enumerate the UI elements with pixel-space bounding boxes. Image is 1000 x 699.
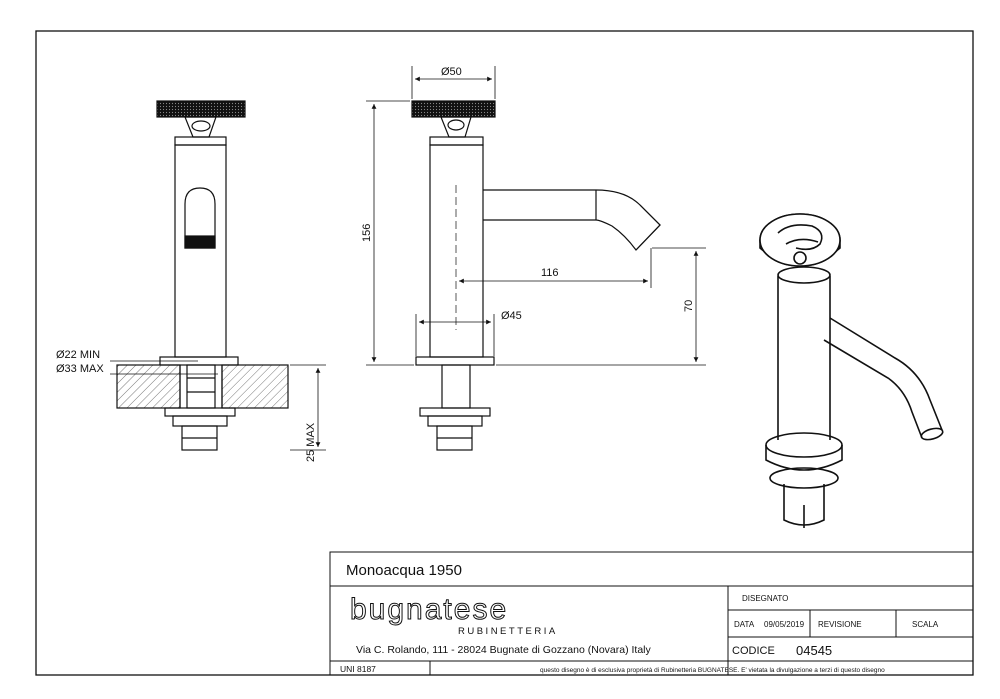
disegnato-label: DISEGNATO: [742, 594, 788, 603]
deck-thickness-dimension: [290, 364, 326, 451]
base-diameter-label: Ø45: [501, 310, 522, 322]
brand-subtitle: RUBINETTERIA: [458, 626, 558, 637]
hole-max-label: Ø33 MAX: [56, 363, 104, 375]
codice-value: 04545: [796, 643, 832, 658]
total-height-label: 156: [361, 224, 373, 242]
data-value: 09/05/2019: [764, 620, 805, 629]
front-view: [116, 100, 289, 451]
side-view: [411, 100, 661, 451]
hole-dimension: [110, 360, 218, 375]
brand-logo: bugnatese: [350, 593, 508, 626]
isometric-view: [759, 213, 944, 528]
title-block: [329, 551, 974, 676]
codice-label: CODICE: [732, 645, 775, 657]
total-height-dimension: [366, 100, 414, 366]
side-knob: [411, 100, 496, 118]
product-name: Monoacqua 1950: [346, 562, 462, 579]
side-spout: [483, 189, 661, 251]
drawing-frame: [35, 30, 974, 676]
deck-section-left: [116, 364, 181, 409]
front-body: [174, 144, 227, 358]
knob-diameter-dimension: [411, 66, 496, 99]
spout-reach-dimension: [459, 248, 652, 288]
company-address: Via C. Rolando, 111 - 28024 Bugnate di G…: [356, 644, 652, 656]
disclaimer: questo disegno è di esclusiva proprietà …: [540, 667, 885, 674]
scala-label: SCALA: [912, 620, 939, 629]
deck-section-right: [221, 364, 289, 409]
norm-label: UNI 8187: [340, 664, 376, 674]
knob-diameter-label: Ø50: [441, 66, 462, 78]
iso-spout: [829, 317, 943, 431]
front-knob: [156, 100, 246, 118]
base-diameter-dimension: [415, 314, 495, 356]
hole-min-label: Ø22 MIN: [56, 349, 100, 361]
spout-reach-label: 116: [541, 267, 559, 279]
spout-height-label: 70: [683, 300, 695, 312]
spout-height-dimension: [496, 247, 706, 366]
data-label: DATA: [734, 620, 755, 629]
revisione-label: REVISIONE: [818, 620, 862, 629]
deck-thickness-label: 25 MAX: [305, 422, 317, 462]
side-body: [429, 144, 484, 358]
